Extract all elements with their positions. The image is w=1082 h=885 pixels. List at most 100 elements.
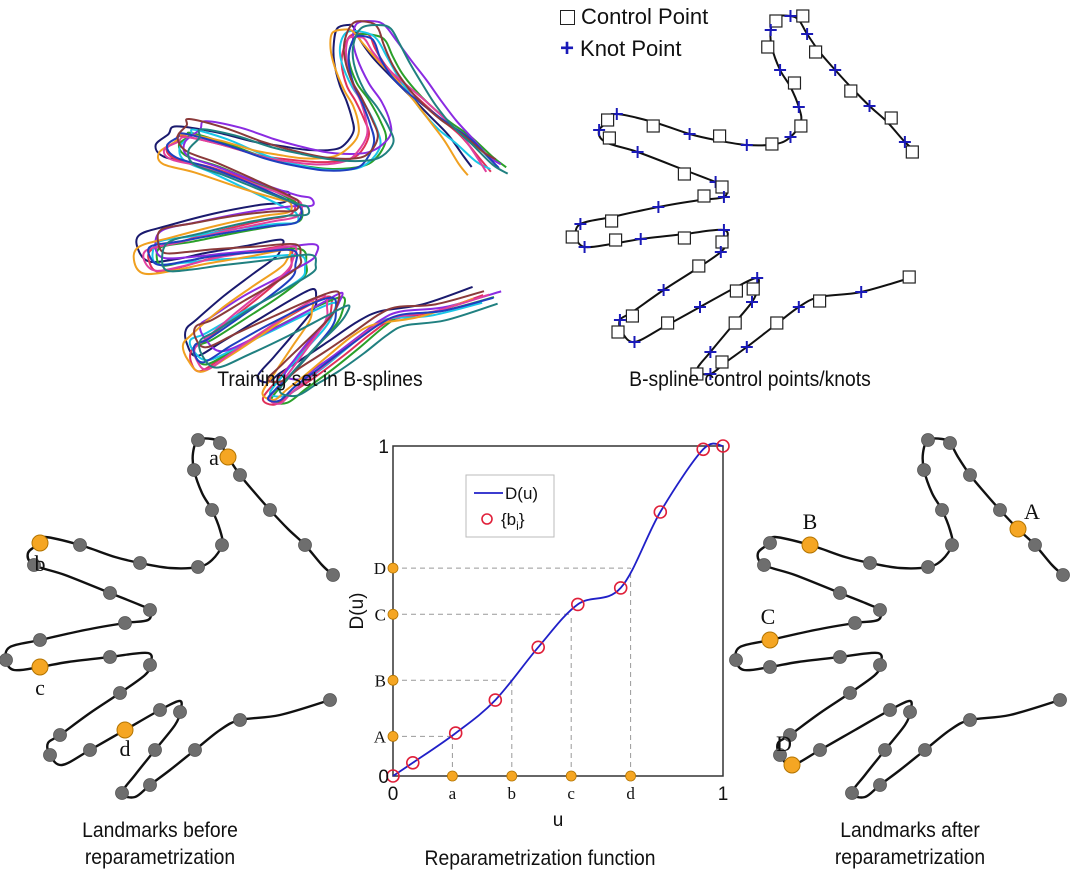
plus-icon: + xyxy=(560,35,575,62)
sample-point xyxy=(843,686,857,700)
shape-curve xyxy=(4,437,334,799)
y-landmark-dot xyxy=(387,562,399,574)
knot-point-marker xyxy=(714,246,727,258)
knot-point-marker xyxy=(801,28,814,40)
control-point-marker xyxy=(715,235,729,249)
sample-point xyxy=(883,703,897,717)
control-point-marker xyxy=(715,180,729,194)
x-tick-label: 1 xyxy=(718,784,729,805)
sample-point xyxy=(215,538,229,552)
marker-b xyxy=(653,505,668,519)
y-landmark-label: C xyxy=(375,605,386,624)
x-axis-label: u xyxy=(553,810,564,831)
landmark-point xyxy=(1009,520,1027,538)
sample-point xyxy=(1028,538,1042,552)
knot-point-marker xyxy=(784,10,797,22)
sample-point xyxy=(863,556,877,570)
y-landmark-label: D xyxy=(374,559,386,578)
sample-point xyxy=(115,786,129,800)
series-line-D xyxy=(392,442,724,777)
sample-point xyxy=(1053,693,1067,707)
sample-point xyxy=(903,705,917,719)
legend-box xyxy=(465,474,555,538)
chart-legend: D(u) {bi} xyxy=(465,474,555,538)
shape-curve xyxy=(734,437,1064,799)
sample-point xyxy=(873,658,887,672)
control-point-marker xyxy=(625,309,640,323)
knot-point-marker xyxy=(613,314,626,326)
sample-point xyxy=(83,743,97,757)
sample-point xyxy=(233,468,247,482)
sample-point xyxy=(845,786,859,800)
knot-point-marker xyxy=(652,201,665,213)
knot-point-marker xyxy=(740,139,753,151)
x-landmark-label: b xyxy=(508,784,517,803)
after-caption: Landmarks after reparametrization xyxy=(834,819,986,869)
control-point-marker xyxy=(770,316,784,330)
legend-control-point: Control Point xyxy=(560,2,708,32)
control-point-marker xyxy=(713,129,727,143)
sample-point xyxy=(103,586,117,600)
sample-point xyxy=(43,748,57,762)
landmark-point xyxy=(219,448,237,466)
control-caption: B-spline control points/knots xyxy=(629,368,871,391)
sample-point xyxy=(873,603,887,617)
sample-point xyxy=(143,603,157,617)
landmark-label: c xyxy=(35,675,45,700)
sample-point xyxy=(873,778,887,792)
control-point-marker xyxy=(796,9,810,23)
marker-b xyxy=(406,755,420,770)
landmark-label: b xyxy=(35,551,46,576)
x-landmark-dot xyxy=(447,770,458,782)
training-curve xyxy=(161,24,509,398)
knot-point-marker xyxy=(704,368,717,380)
sample-point xyxy=(773,748,787,762)
knot-point-marker xyxy=(657,284,670,296)
sample-point xyxy=(153,703,167,717)
landmark-label: A xyxy=(1024,499,1040,524)
control-point-marker xyxy=(608,233,623,247)
sample-point xyxy=(143,778,157,792)
control-point-marker xyxy=(715,355,729,369)
sample-point xyxy=(27,558,41,572)
control-point-marker xyxy=(660,316,675,330)
landmark-point xyxy=(761,631,779,649)
legend-label-b: {bi} xyxy=(501,510,525,533)
sample-point xyxy=(73,538,87,552)
control-point-marker xyxy=(677,231,691,245)
training-caption: Training set in B-splines xyxy=(217,368,423,391)
sample-point xyxy=(943,436,957,450)
landmark-point xyxy=(801,536,819,554)
sample-point xyxy=(763,536,777,550)
control-point-marker xyxy=(761,40,775,54)
marker-b xyxy=(488,693,503,707)
control-point-marker xyxy=(728,316,742,330)
control-point-marker xyxy=(690,367,704,381)
marker-b xyxy=(386,769,400,783)
knot-point-marker xyxy=(717,191,730,203)
control-point-marker xyxy=(604,214,619,228)
sample-point xyxy=(833,650,847,664)
sample-point xyxy=(191,433,205,447)
marker-b xyxy=(696,442,711,457)
control-point-marker xyxy=(905,145,919,159)
landmark-point xyxy=(31,534,49,552)
control-point-marker xyxy=(746,282,760,296)
control-point-marker xyxy=(787,76,802,90)
sample-point xyxy=(963,468,977,482)
marker-b xyxy=(613,581,628,595)
knot-point-marker xyxy=(792,101,805,113)
sample-point xyxy=(205,503,219,517)
y-tick-label: 0 xyxy=(378,767,389,788)
control-point-marker xyxy=(602,131,616,145)
square-icon xyxy=(560,9,575,25)
sample-point xyxy=(298,538,312,552)
legend-label-D: D(u) xyxy=(505,484,538,503)
control-point-marker xyxy=(692,259,706,273)
x-tick-label: 0 xyxy=(388,784,399,805)
sample-point xyxy=(133,556,147,570)
before-caption: Landmarks before reparametrization xyxy=(82,819,238,869)
